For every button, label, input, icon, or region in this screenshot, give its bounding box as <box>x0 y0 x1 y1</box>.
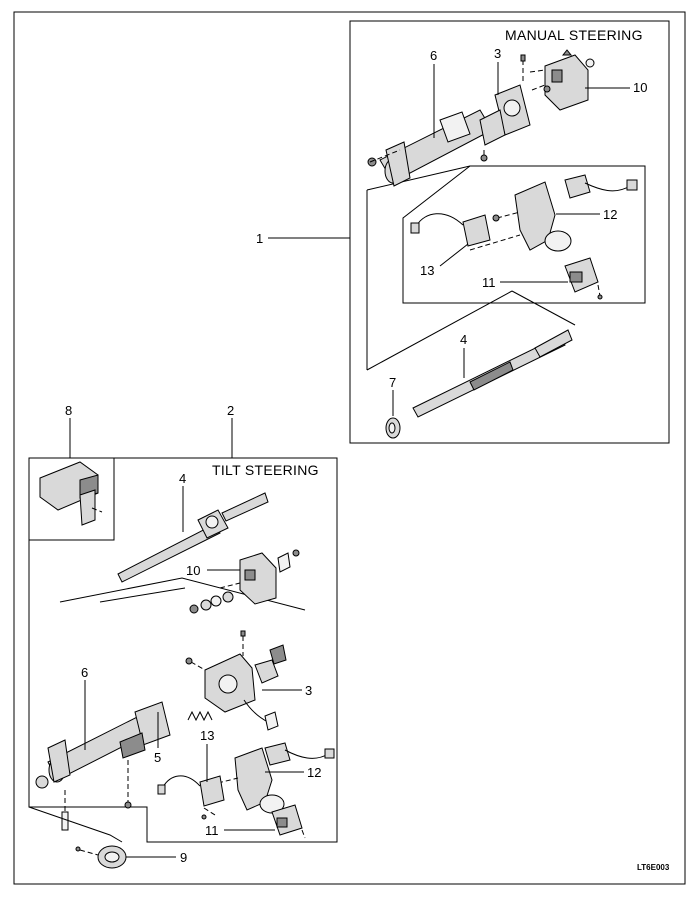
manual-key-switch <box>410 213 521 251</box>
manual-switch-subbox <box>402 165 646 304</box>
callout-tilt-6: 6 <box>81 665 88 680</box>
tilt-steering-shaft <box>117 492 269 583</box>
tilt-spring <box>187 710 213 722</box>
callout-tilt-12: 12 <box>307 765 321 780</box>
callout-manual-10: 10 <box>633 80 647 95</box>
callout-tilt-9: 9 <box>180 850 187 865</box>
tilt-lock-housing <box>219 549 300 605</box>
callout-manual-3: 3 <box>494 46 501 61</box>
manual-lock-housing <box>529 49 595 111</box>
callout-2: 2 <box>227 403 234 418</box>
tilt-lock-cylinder <box>271 804 306 839</box>
callout-1: 1 <box>256 231 263 246</box>
callout-lines <box>69 62 630 858</box>
manual-steering-box <box>349 20 670 444</box>
callout-manual-13: 13 <box>420 263 434 278</box>
callout-tilt-10: 10 <box>186 563 200 578</box>
manual-steering-group: MANUAL STEERING <box>349 20 670 444</box>
callout-tilt-4: 4 <box>179 471 186 486</box>
callout-manual-12: 12 <box>603 207 617 222</box>
manual-steering-shaft <box>412 329 573 418</box>
manual-steering-header: MANUAL STEERING <box>505 27 643 43</box>
tilt-clamp-ring <box>75 845 127 869</box>
callout-labels: 1 2 8 6 3 10 12 13 11 4 7 4 10 3 6 13 5 … <box>65 46 647 865</box>
tilt-steering-group: TILT STEERING <box>28 457 338 869</box>
tilt-steering-header: TILT STEERING <box>212 462 319 478</box>
callout-manual-11: 11 <box>482 275 496 290</box>
tilt-head-bracket <box>185 630 287 731</box>
manual-ignition-switch <box>492 174 638 252</box>
callout-tilt-11: 11 <box>205 823 219 838</box>
callout-tilt-13: 13 <box>200 728 214 743</box>
callout-tilt-3: 3 <box>305 683 312 698</box>
manual-bracket <box>479 54 531 162</box>
callout-manual-7: 7 <box>389 375 396 390</box>
manual-lock-cylinder <box>564 257 603 300</box>
callout-manual-4: 4 <box>460 332 467 347</box>
callout-tilt-5: 5 <box>154 750 161 765</box>
tilt-column-jacket <box>35 701 171 831</box>
kit-8-part <box>39 461 103 526</box>
figure-code: LT6E003 <box>637 863 670 872</box>
callout-manual-6: 6 <box>430 48 437 63</box>
tilt-key-switch <box>157 775 225 820</box>
outer-frame <box>13 11 686 885</box>
manual-nut <box>385 417 401 439</box>
tilt-bearing-parts <box>189 591 234 614</box>
callout-8: 8 <box>65 403 72 418</box>
manual-column-jacket <box>367 109 493 187</box>
kit-8-box <box>28 457 115 541</box>
